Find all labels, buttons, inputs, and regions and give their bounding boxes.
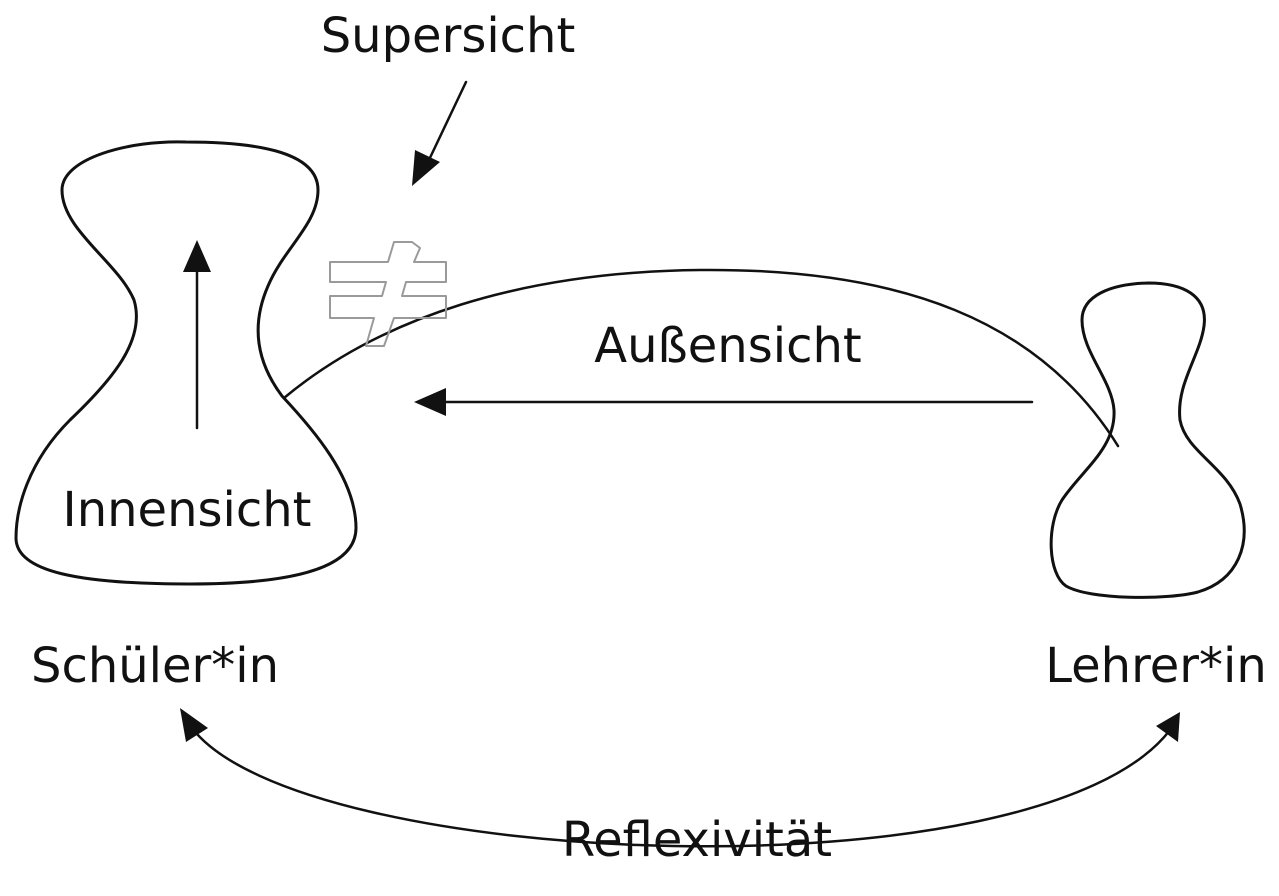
supersicht-label: Supersicht bbox=[321, 8, 576, 64]
reflexivitaet-arrow bbox=[180, 708, 1180, 848]
reflexivitaet-label: Reflexivität bbox=[562, 812, 832, 868]
teacher-figure bbox=[1049, 281, 1246, 599]
lehrer-label: Lehrer*in bbox=[1045, 638, 1267, 694]
schueler-label: Schüler*in bbox=[31, 638, 279, 694]
aussensicht-arrow bbox=[414, 388, 1034, 416]
connection-arc bbox=[282, 268, 1120, 448]
innensicht-label: Innensicht bbox=[63, 482, 312, 538]
innensicht-arrow bbox=[183, 240, 211, 430]
supersicht-arrow bbox=[412, 80, 468, 186]
student-figure bbox=[14, 140, 358, 586]
aussensicht-label: Außensicht bbox=[594, 318, 861, 374]
not-equal-icon bbox=[329, 241, 447, 347]
